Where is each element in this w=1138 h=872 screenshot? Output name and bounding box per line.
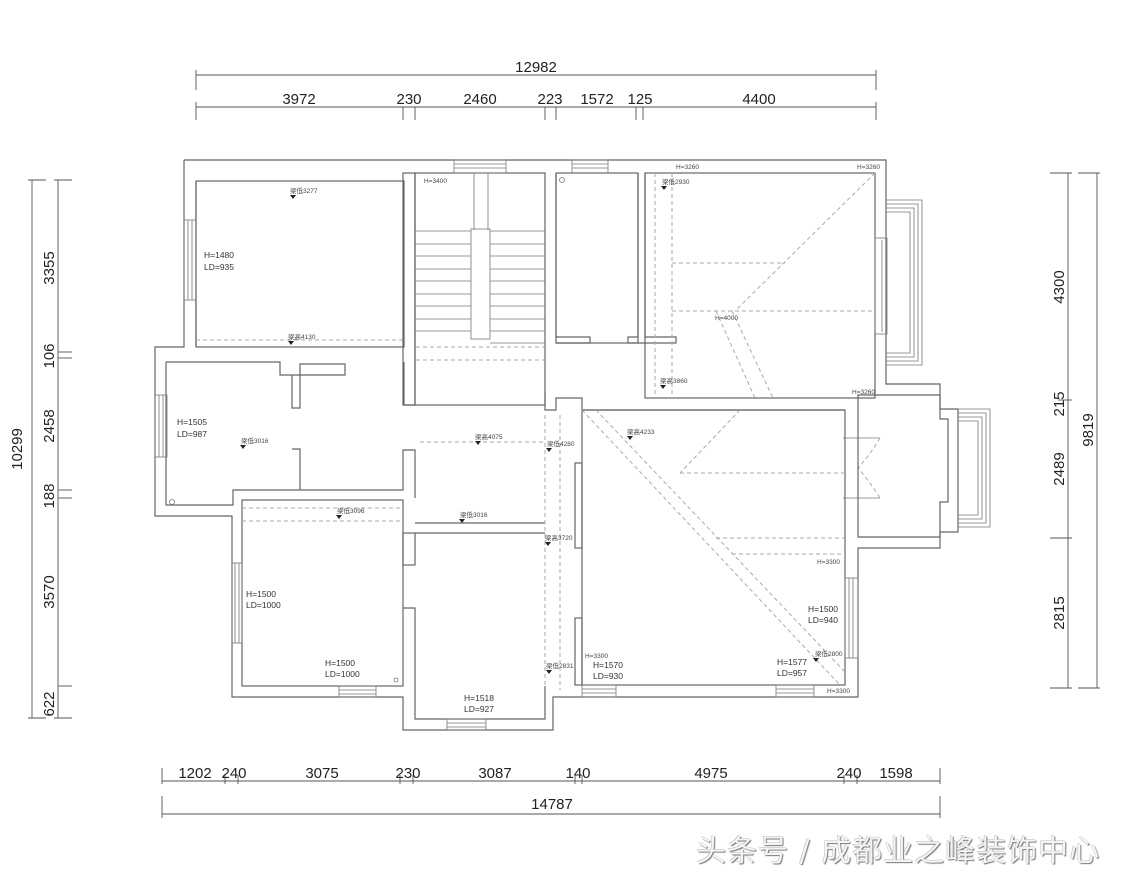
window-ld-label: LD=930 <box>593 671 623 681</box>
staircase: H=3400 <box>402 159 609 406</box>
ceiling-height-label: H=3300 <box>827 688 850 695</box>
top-dim-seg: 1572 <box>580 91 613 108</box>
bottom-dimension-chain: 1202 240 3075 230 3087 140 4975 240 1598… <box>161 765 941 818</box>
window-height-label: H=1500 <box>246 589 276 599</box>
window-height-label: H=1577 <box>777 657 807 667</box>
window-height-label: H=1570 <box>593 660 623 670</box>
beam-low-label: 梁低3016 <box>460 510 488 519</box>
top-dim-seg: 2460 <box>463 91 496 108</box>
ceiling-height-label: H=3300 <box>817 559 840 566</box>
bottom-dim-seg: 1202 <box>178 765 211 782</box>
bottom-dim-seg: 1598 <box>879 765 912 782</box>
left-dim-seg: 622 <box>41 691 58 716</box>
top-dim-seg: 125 <box>627 91 652 108</box>
beam-marker-icon <box>336 515 342 519</box>
window-height-label: H=1500 <box>808 604 838 614</box>
beam-marker-icon <box>546 448 552 452</box>
ceiling-height-label: H=4000 <box>715 315 738 322</box>
beam-low-label: 梁低2800 <box>815 649 843 658</box>
watermark: 头条号 / 成都业之峰装饰中心 <box>696 834 1101 869</box>
window-ld-label: LD=940 <box>808 615 838 625</box>
left-dimension-chain: 10299 3355 106 2458 188 3570 622 <box>9 179 72 719</box>
room-top-left: H=1480 LD=935 梁低3277 梁高4130 <box>183 186 404 345</box>
bottom-dim-seg: 3087 <box>478 765 511 782</box>
stair-height-label: H=3400 <box>424 178 447 185</box>
beam-marker-icon <box>240 445 246 449</box>
beam-marker-icon <box>290 195 296 199</box>
bottom-dim-seg: 240 <box>836 765 861 782</box>
left-dim-seg: 188 <box>41 483 58 508</box>
ceiling-height-label: H=3260 <box>852 389 875 396</box>
beam-marker-icon <box>288 341 294 345</box>
left-dim-seg: 3355 <box>41 251 58 284</box>
beam-low-label: 梁低3096 <box>337 506 365 515</box>
window-height-label: H=1480 <box>204 250 234 260</box>
window-ld-label: LD=987 <box>177 429 207 439</box>
left-total-dim: 10299 <box>9 428 26 470</box>
drain-icon <box>559 177 565 183</box>
top-dim-seg: 4400 <box>742 91 775 108</box>
room-bottom-left: 梁低3096 H=1500 LD=1000 H=1500 LD=1000 <box>231 499 404 698</box>
beam-marker-icon <box>459 519 465 523</box>
beam-high-label: 梁高3860 <box>660 376 688 385</box>
window-ld-label: LD=1000 <box>246 600 281 610</box>
beam-high-label: 梁高4075 <box>475 432 503 441</box>
right-dim-seg: 4300 <box>1051 270 1068 303</box>
bottom-dim-seg: 240 <box>221 765 246 782</box>
room-bottom-middle: H=1518 LD=927 <box>402 532 546 731</box>
bottom-dim-seg: 230 <box>395 765 420 782</box>
room-living: 梁高4233 H=3300 H=1500 LD=940 梁低2800 H=330… <box>546 394 991 698</box>
window-ld-label: LD=927 <box>464 704 494 714</box>
bottom-dim-seg: 4975 <box>694 765 727 782</box>
window-height-label: H=1500 <box>325 658 355 668</box>
beam-high-label: 梁高4233 <box>627 427 655 436</box>
top-dim-seg: 223 <box>537 91 562 108</box>
beam-marker-icon <box>546 670 552 674</box>
beam-marker-icon <box>661 186 667 190</box>
right-dim-seg: 2815 <box>1051 596 1068 629</box>
right-dim-seg: 2489 <box>1051 452 1068 485</box>
bottom-dim-seg: 140 <box>565 765 590 782</box>
beam-low-label: 梁低3277 <box>290 186 318 195</box>
left-dim-seg: 2458 <box>41 409 58 442</box>
window-height-label: H=1518 <box>464 693 494 703</box>
right-dim-seg: 215 <box>1051 391 1068 416</box>
right-dimension-chain: 4300 215 2489 2815 9819 <box>1050 172 1100 689</box>
beam-low-label: 梁低4280 <box>547 439 575 448</box>
room-top-right: H=3260 H=3260 H=3260 梁低2930 梁高3860 H=400… <box>644 164 923 399</box>
drain-icon <box>393 677 399 683</box>
beam-marker-icon <box>475 441 481 445</box>
top-dim-seg: 3972 <box>282 91 315 108</box>
ceiling-height-label: H=3260 <box>857 164 880 171</box>
bottom-total-dim: 14787 <box>531 796 573 813</box>
top-total-dim: 12982 <box>515 59 557 76</box>
stair-treads <box>415 230 545 344</box>
room-mid-left: H=1505 LD=987 梁低3016 <box>154 361 416 506</box>
top-dimension-chain: 12982 3972 230 2460 223 1572 125 4400 <box>195 59 877 120</box>
beam-marker-icon <box>660 385 666 389</box>
right-total-dim: 9819 <box>1080 413 1097 446</box>
beam-high-label: 梁高4130 <box>288 332 316 341</box>
left-dim-seg: 3570 <box>41 575 58 608</box>
beam-marker-icon <box>627 436 633 440</box>
beam-low-label: 梁低3016 <box>241 436 269 445</box>
beam-low-label: 梁低2831 <box>546 661 574 670</box>
window-ld-label: LD=1000 <box>325 669 360 679</box>
ceiling-height-label: H=3260 <box>676 164 699 171</box>
closet <box>555 172 677 344</box>
beam-high-label: 梁高3720 <box>545 533 573 542</box>
beam-marker-icon <box>545 542 551 546</box>
window-ld-label: LD=935 <box>204 262 234 272</box>
left-dim-seg: 106 <box>41 343 58 368</box>
ceiling-height-label: H=3300 <box>585 653 608 660</box>
beam-low-label: 梁低2930 <box>662 177 690 186</box>
bottom-dim-seg: 3075 <box>305 765 338 782</box>
window-ld-label: LD=957 <box>777 668 807 678</box>
drain-icon <box>169 499 175 505</box>
window-height-label: H=1505 <box>177 417 207 427</box>
beam-marker-icon <box>813 658 819 662</box>
top-dim-seg: 230 <box>396 91 421 108</box>
